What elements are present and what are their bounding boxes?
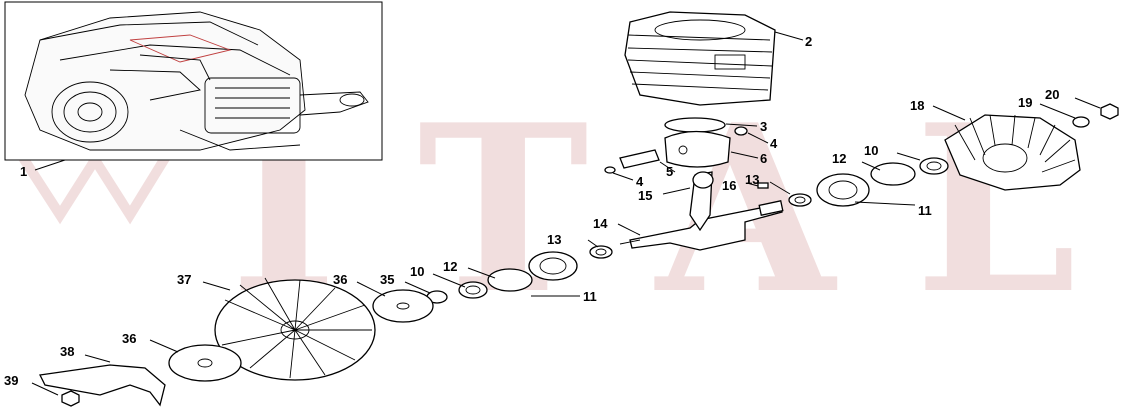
part-39-nut (61, 390, 80, 407)
callout-20: 20 (1045, 87, 1059, 102)
callout-1: 1 (20, 164, 27, 179)
callout-4-left: 4 (636, 174, 644, 189)
part-4-circlip-right (734, 126, 748, 136)
callout-11-right: 11 (918, 203, 932, 218)
callout-36-lower: 36 (122, 331, 136, 346)
part-10-seal-left (458, 281, 488, 299)
callout-36-upper: 36 (333, 272, 347, 287)
callout-39: 39 (4, 373, 18, 388)
callout-13-right: 13 (745, 172, 759, 187)
callout-35: 35 (380, 272, 394, 287)
callout-16: 16 (722, 178, 736, 193)
part-20-nut (1100, 103, 1119, 120)
callout-13-left: 13 (547, 232, 561, 247)
callout-2: 2 (805, 34, 812, 49)
callout-15: 15 (638, 188, 652, 203)
part-5-piston-pin (619, 149, 660, 169)
callout-14: 14 (593, 216, 608, 231)
part-6-piston (664, 130, 731, 168)
part-12-ring-right (870, 162, 916, 186)
part-38-bracket (39, 364, 166, 407)
part-36-disc-upper (372, 289, 434, 323)
callout-12-left: 12 (443, 259, 457, 274)
callout-12-right: 12 (832, 151, 846, 166)
callout-19: 19 (1018, 95, 1032, 110)
part-11-bearing-left (528, 251, 578, 281)
callout-10-left: 10 (410, 264, 424, 279)
part-11-bearing-right (816, 173, 870, 207)
part-12-ring-left (487, 268, 533, 292)
part-19-washer (1072, 116, 1090, 128)
part-36-disc-lower (168, 344, 242, 382)
part-13-seal-right (788, 193, 812, 207)
part-37-fan (214, 277, 376, 381)
part-3-piston-ring (664, 117, 726, 133)
part-13-seal-left (589, 245, 613, 259)
callout-labels: 1 2 3 4 4 5 6 10 10 11 11 12 12 13 13 14… (4, 34, 1059, 388)
leader-lines (31, 31, 1101, 396)
part-18-flywheel (944, 114, 1081, 191)
callout-3: 3 (760, 119, 767, 134)
callout-6: 6 (760, 151, 767, 166)
engine-assembly-inset (4, 1, 383, 161)
callout-4-right: 4 (770, 136, 778, 151)
callout-11-left: 11 (583, 289, 597, 304)
part-16-key (757, 182, 769, 189)
callout-5: 5 (666, 164, 673, 179)
callout-38: 38 (60, 344, 74, 359)
part-4-circlip-left (604, 166, 616, 174)
callout-18: 18 (910, 98, 924, 113)
callout-37: 37 (177, 272, 191, 287)
callout-10-right: 10 (864, 143, 878, 158)
part-15-connecting-rod (689, 171, 714, 232)
part-10-seal-right (919, 157, 949, 175)
part-2-cylinder (624, 11, 776, 106)
